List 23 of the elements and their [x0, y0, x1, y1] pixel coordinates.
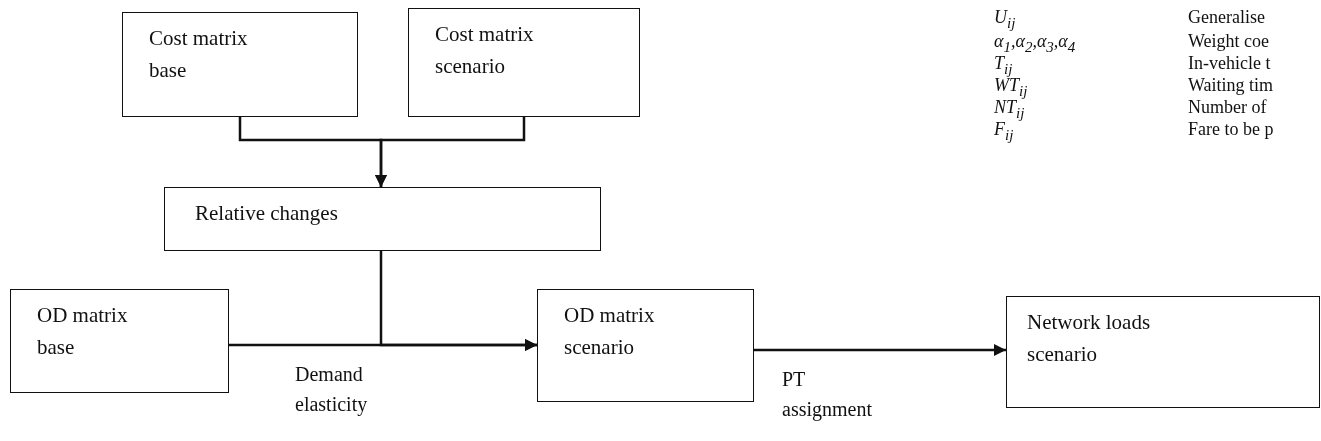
symbol-label: U$_{ij}$ [994, 6, 1016, 33]
process-box [537, 289, 754, 402]
arrow [754, 343, 1006, 357]
process-box [408, 8, 640, 117]
box-label: OD matrix base [37, 302, 129, 361]
arrow [374, 117, 526, 187]
definition-text: Number of [1188, 96, 1267, 119]
arrow [229, 338, 537, 352]
definition-text: Weight coe [1188, 30, 1270, 53]
definition-text: Waiting tim [1188, 74, 1274, 97]
box-label: Cost matrix base [149, 25, 249, 84]
process-box [1006, 296, 1320, 408]
box-label: Network loads scenario [1027, 309, 1152, 368]
process-box [122, 12, 358, 117]
symbol-label: F$_{ij}$ [994, 118, 1014, 145]
definition-text: Fare to be p [1188, 118, 1274, 141]
box-label: OD matrix scenario [564, 302, 656, 361]
process-box [10, 289, 229, 393]
definition-text: In-vehicle t [1188, 52, 1271, 75]
process-box [164, 187, 601, 251]
box-label: Cost matrix scenario [435, 21, 535, 80]
box-label: Relative changes [195, 200, 339, 227]
definition-text: Generalise [1188, 6, 1265, 29]
